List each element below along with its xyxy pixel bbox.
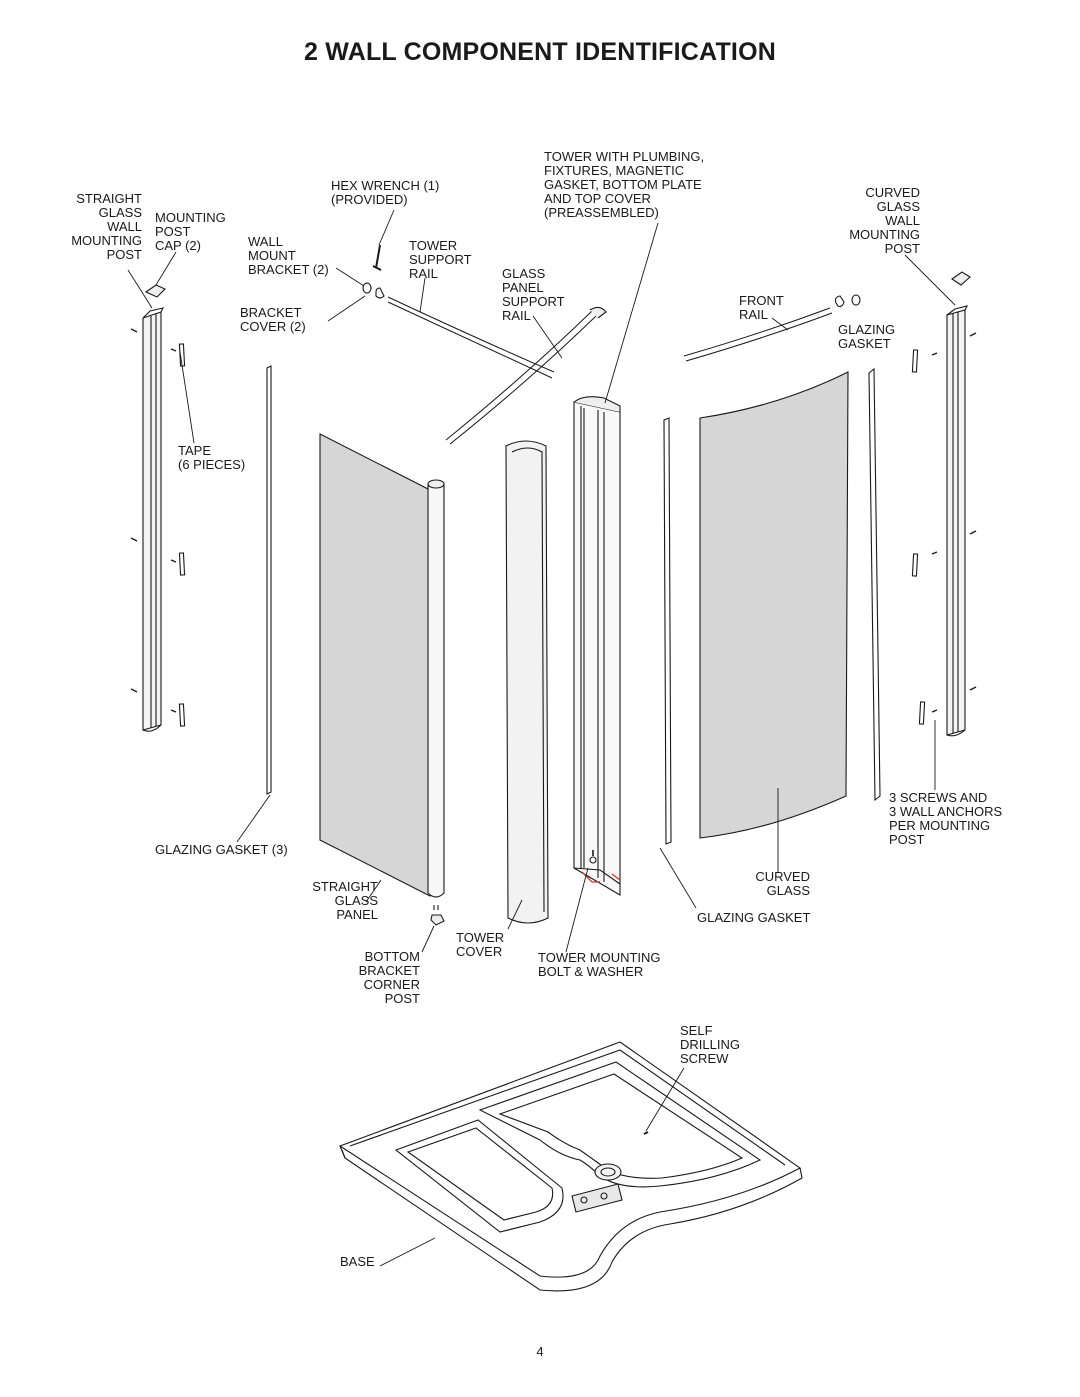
glass-panel-support-rail: [445, 306, 607, 445]
tower-support-rail: [387, 296, 555, 379]
page-number: 4: [536, 1344, 544, 1359]
label-bracket-cover: BRACKET COVER (2): [240, 305, 306, 334]
wall-mount-bracket-right: [834, 294, 861, 308]
label-glazing-gasket-3: GLAZING GASKET (3): [155, 842, 288, 857]
curved-glass-wall-mounting-post: [946, 305, 969, 737]
glazing-gasket-strip-left: [266, 365, 272, 795]
label-hex-wrench: HEX WRENCH (1) (PROVIDED): [331, 178, 440, 207]
glazing-gasket-strip-right: [868, 367, 881, 802]
tower-with-plumbing: [573, 396, 621, 896]
mounting-post-cap-right: [951, 271, 971, 286]
label-screws-and-anchors: 3 SCREWS AND 3 WALL ANCHORS PER MOUNTING…: [889, 790, 1003, 847]
wall-mount-bracket-left: [362, 282, 385, 299]
label-mounting-post-cap: MOUNTING POST CAP (2): [155, 210, 226, 253]
label-self-drilling-screw: SELF DRILLING SCREW: [680, 1023, 740, 1066]
label-tape: TAPE (6 PIECES): [178, 443, 246, 472]
curved-glass-panel: [699, 371, 849, 839]
mounting-post-cap-left: [144, 284, 166, 298]
label-tower-support-rail: TOWER SUPPORT RAIL: [409, 238, 472, 281]
leader-lines: [127, 209, 956, 1267]
label-bottom-bracket-corner-post: BOTTOM BRACKET CORNER POST: [358, 949, 420, 1006]
straight-glass-panel: [319, 433, 431, 897]
glazing-gasket-strip-center: [663, 417, 672, 845]
tape-pieces-right: [911, 349, 926, 725]
hex-wrench: [372, 244, 382, 271]
shower-base: [338, 1041, 803, 1292]
label-tower-cover: TOWER COVER: [456, 930, 505, 959]
label-glazing-gasket-right: GLAZING GASKET: [838, 322, 896, 351]
wall-anchors-left: [130, 328, 177, 713]
tower-cover: [505, 440, 549, 924]
bottom-bracket-corner-post: [427, 479, 445, 926]
label-straight-glass-wall-mounting-post: STRAIGHT GLASS WALL MOUNTING POST: [71, 191, 142, 262]
label-tower-mounting-bolt: TOWER MOUNTING BOLT & WASHER: [538, 950, 661, 979]
front-rail: [683, 307, 833, 362]
label-base: BASE: [340, 1254, 375, 1269]
label-wall-mount-bracket: WALL MOUNT BRACKET (2): [248, 234, 329, 277]
label-glazing-gasket-bottom: GLAZING GASKET: [697, 910, 811, 925]
label-straight-glass-panel: STRAIGHT GLASS PANEL: [312, 879, 378, 922]
label-tower-with-plumbing: TOWER WITH PLUMBING, FIXTURES, MAGNETIC …: [544, 149, 705, 220]
label-glass-panel-support-rail: GLASS PANEL SUPPORT RAIL: [502, 266, 565, 323]
label-front-rail: FRONT RAIL: [739, 293, 784, 322]
label-curved-glass-wall-mounting-post: CURVED GLASS WALL MOUNTING POST: [849, 185, 920, 256]
tape-pieces-left: [178, 343, 186, 727]
label-curved-glass: CURVED GLASS: [755, 869, 810, 898]
wall-anchors-right: [931, 332, 977, 713]
page-title: 2 WALL COMPONENT IDENTIFICATION: [304, 38, 776, 66]
straight-glass-wall-mounting-post: [142, 307, 165, 732]
